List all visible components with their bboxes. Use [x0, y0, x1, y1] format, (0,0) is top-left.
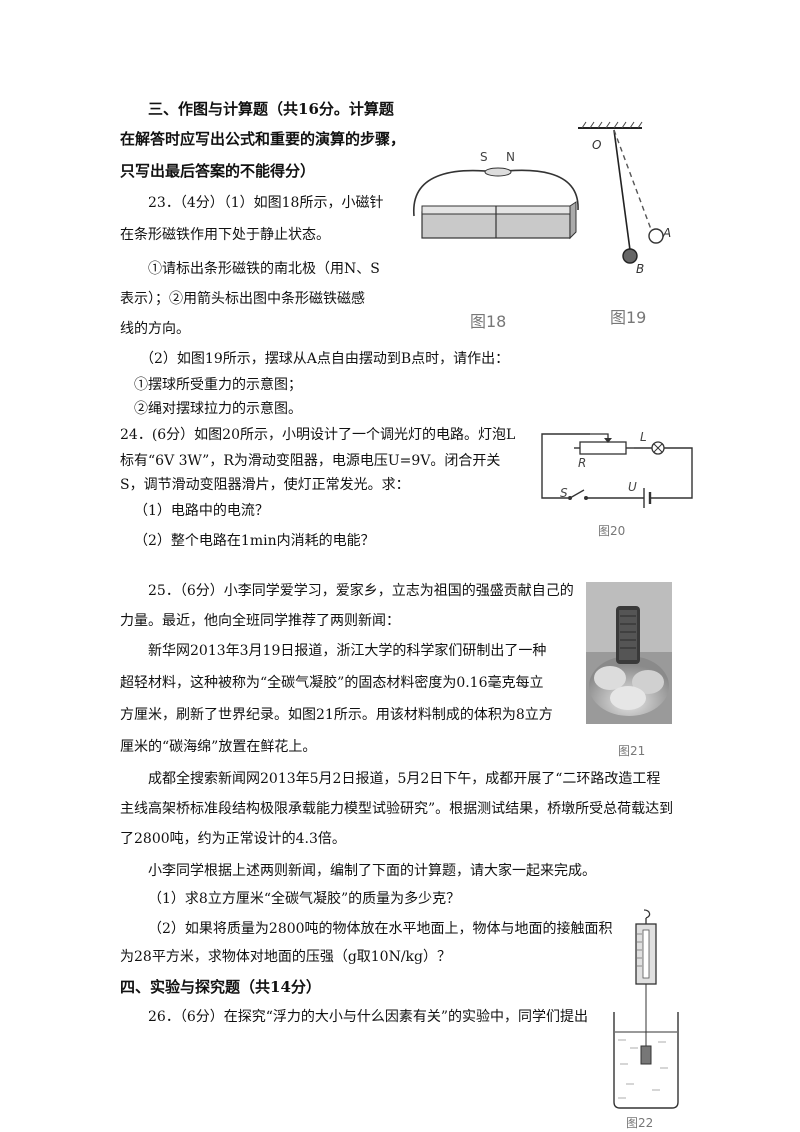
q25-sub2-line2: 为28平方米，求物体对地面的压强（g取10N/kg）？: [120, 949, 452, 965]
q25-prompt: 小李同学根据上述两则新闻，编制了下面的计算题，请大家一起来完成。: [148, 863, 596, 879]
fig19-label-b: B: [636, 262, 645, 276]
q23-part2: （2）如图19所示，摆球从A点自由摆动到B点时，请作出：: [140, 351, 510, 367]
q23-item1-line1: ①请标出条形磁铁的南北极（用N、S: [148, 261, 380, 277]
section3-heading-line1: 三、作图与计算题（共16分。计算题: [148, 100, 394, 118]
q23-part2-item1: ①摆球所受重力的示意图；: [134, 377, 302, 393]
q24-line1: 24．(6分）如图20所示，小明设计了一个调光灯的电路。灯泡L: [120, 427, 516, 443]
section3-heading-line2: 在解答时应写出公式和重要的演算的步骤，: [120, 130, 406, 148]
q25-news2-line1: 成都全搜索新闻网2013年5月2日报道，5月2日下午，成都开展了“二环路改造工程: [148, 771, 661, 787]
fig20-label-r: R: [578, 456, 587, 470]
figure-19-pendulum: [578, 121, 664, 264]
fig19-caption: 图19: [610, 308, 647, 327]
q25-news2-line2: 主线高架桥标准段结构极限承载能力模型试验研究”。根据测试结果，桥墩所受总荷载达到: [120, 801, 674, 817]
q25-line1: 25．（6分）小李同学爱学习，爱家乡，立志为祖国的强盛贡献自己的: [148, 583, 574, 599]
figure-21-photo: [586, 582, 672, 724]
q24-line2: 标有“6V 3W”，R为滑动变阻器，电源电压U=9V。闭合开关: [120, 453, 501, 469]
q26-line1: 26．（6分）在探究“浮力的大小与什么因素有关”的实验中，同学们提出: [148, 1009, 589, 1025]
q23-intro-line2: 在条形磁铁作用下处于静止状态。: [120, 227, 330, 243]
q23-intro-line1: 23．（4分）（1）如图18所示，小磁针: [148, 195, 384, 211]
q24-sub1: （1）电路中的电流？: [134, 503, 269, 519]
q23-part2-item2: ②绳对摆球拉力的示意图。: [134, 401, 302, 417]
fig21-caption: 图21: [618, 744, 646, 758]
figure-22-spring-scale-beaker: [613, 909, 679, 1109]
q25-sub1: （1）求8立方厘米“全碳气凝胶”的质量为多少克？: [148, 891, 461, 907]
figure-18-magnet: [413, 167, 579, 240]
q25-news1-line3: 方厘米，刷新了世界纪录。如图21所示。用该材料制成的体积为8立方: [120, 707, 553, 723]
fig20-caption: 图20: [598, 524, 626, 538]
fig20-label-s: S: [560, 486, 568, 500]
fig19-label-a: A: [663, 226, 672, 240]
q25-sub2-line1: （2）如果将质量为2800吨的物体放在水平地面上，物体与地面的接触面积: [148, 921, 613, 937]
fig20-label-l: L: [640, 430, 647, 444]
q24-line3: S，调节滑动变阻器滑片，使灯正常发光。求：: [120, 477, 410, 493]
fig19-label-o: O: [592, 138, 602, 152]
q25-news2-line3: 了2800吨，约为正常设计的4.3倍。: [120, 831, 346, 847]
section3-heading-line3: 只写出最后答案的不能得分）: [120, 162, 316, 180]
fig18-label-n: N: [506, 150, 515, 164]
q23-item1-line3: 线的方向。: [120, 321, 190, 337]
q25-news1-line1: 新华网2013年3月19日报道，浙江大学的科学家们研制出了一种: [148, 643, 547, 659]
q25-news1-line4: 厘米的“碳海绵”放置在鲜花上。: [120, 739, 317, 755]
q25-line2: 力量。最近，他向全班同学推荐了两则新闻：: [120, 613, 400, 629]
figure-20-circuit: [541, 433, 693, 508]
q25-news1-line2: 超轻材料，这种被称为“全碳气凝胶”的固态材料密度为0.16毫克每立: [120, 675, 544, 691]
fig18-label-s: S: [480, 150, 488, 164]
q23-item1-line2: 表示）；②用箭头标出图中条形磁铁磁感: [120, 291, 365, 307]
q24-sub2: （2）整个电路在1min内消耗的电能？: [134, 533, 375, 549]
fig20-label-u: U: [628, 480, 637, 494]
fig18-caption: 图18: [470, 312, 507, 331]
section4-heading: 四、实验与探究题（共14分）: [120, 978, 321, 996]
fig22-caption: 图22: [626, 1116, 654, 1130]
